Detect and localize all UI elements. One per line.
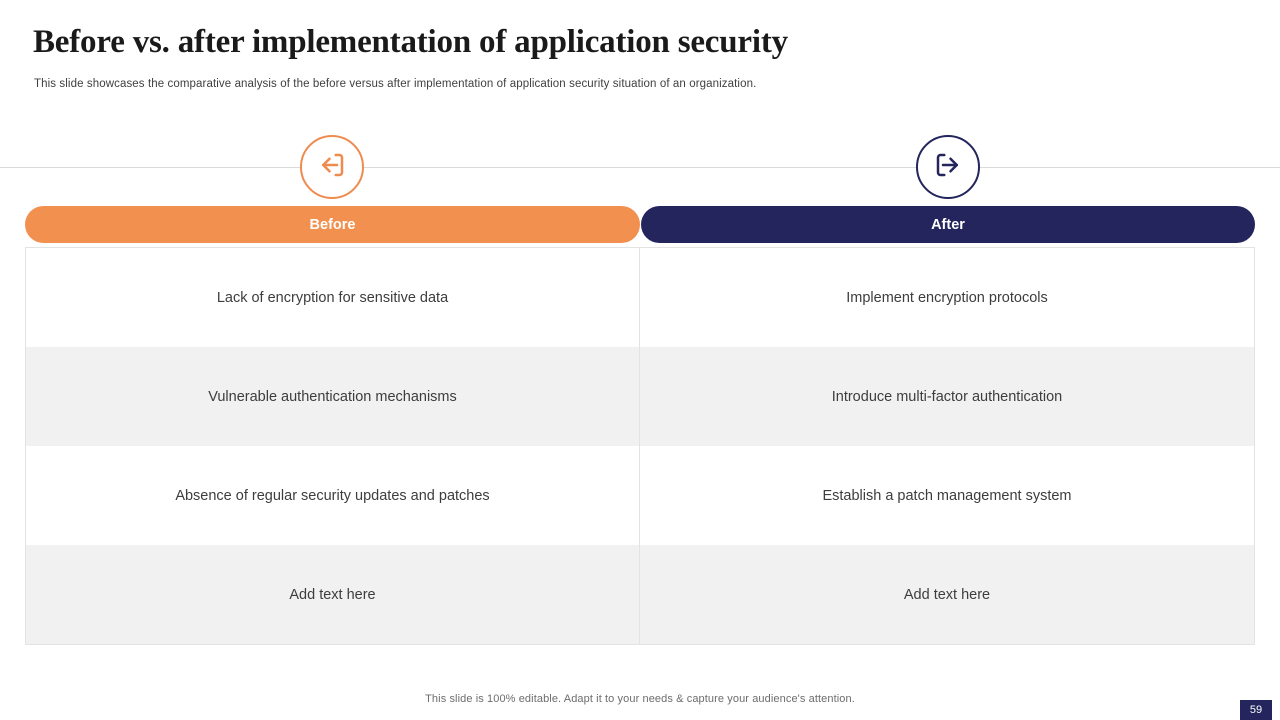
- cell-before: Lack of encryption for sensitive data: [26, 248, 640, 347]
- column-header-before-label: Before: [309, 216, 356, 233]
- page-subtitle: This slide showcases the comparative ana…: [34, 78, 757, 90]
- table-row: Vulnerable authentication mechanisms Int…: [26, 347, 1254, 446]
- page-number-badge: 59: [1240, 700, 1272, 720]
- table-row: Add text here Add text here: [26, 545, 1254, 644]
- column-header-before: Before: [25, 206, 640, 243]
- cell-after: Add text here: [903, 586, 991, 603]
- cell-after: Implement encryption protocols: [846, 289, 1048, 306]
- page-title: Before vs. after implementation of appli…: [33, 24, 788, 60]
- footer-note: This slide is 100% editable. Adapt it to…: [425, 693, 855, 705]
- logout-arrow-icon: [933, 150, 963, 185]
- cell-after: Establish a patch management system: [822, 487, 1072, 504]
- table-row: Absence of regular security updates and …: [26, 446, 1254, 545]
- cell-before: Absence of regular security updates and …: [26, 446, 640, 545]
- cell-before: Add text here: [26, 545, 640, 644]
- table-row: Lack of encryption for sensitive data Im…: [26, 248, 1254, 347]
- column-header-after-label: After: [931, 216, 965, 233]
- after-icon-badge: [916, 135, 980, 199]
- comparison-table: Lack of encryption for sensitive data Im…: [25, 247, 1255, 645]
- header-divider: [0, 167, 1280, 168]
- before-icon-badge: [300, 135, 364, 199]
- column-header-after: After: [641, 206, 1255, 243]
- cell-before: Vulnerable authentication mechanisms: [26, 347, 640, 446]
- cell-after: Introduce multi-factor authentication: [831, 388, 1063, 405]
- login-arrow-icon: [317, 150, 347, 185]
